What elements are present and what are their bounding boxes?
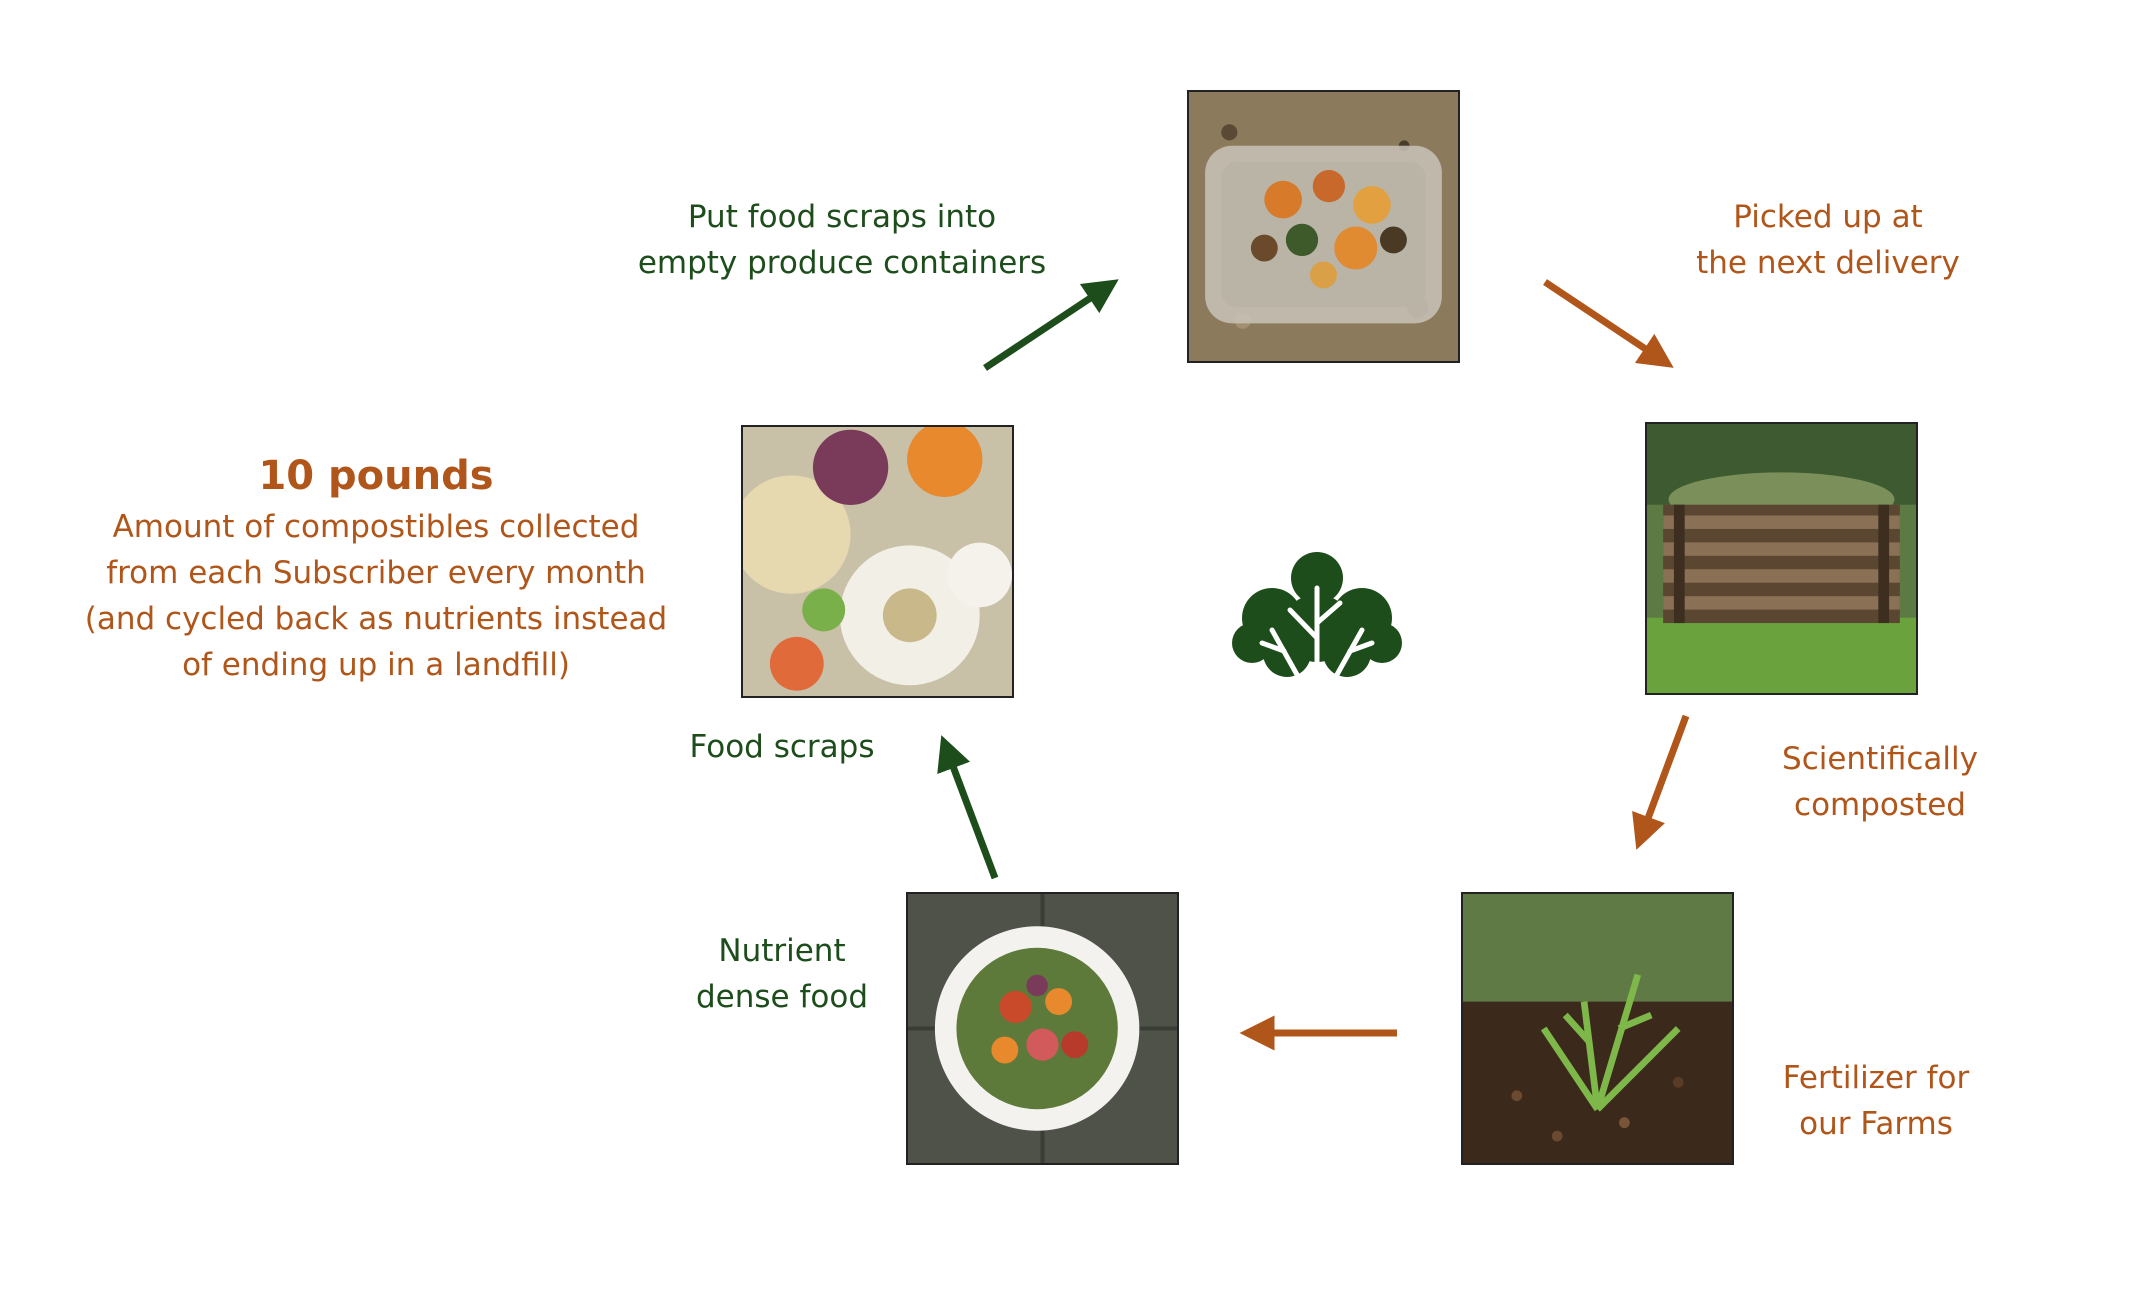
seedling-photo xyxy=(1461,892,1734,1165)
label-composted: Scientifically composted xyxy=(1782,741,1978,823)
label-containers: Put food scraps into empty produce conta… xyxy=(637,199,1047,281)
label-fertilizer: Fertilizer for our Farms xyxy=(1782,1060,1970,1142)
salad-bowl-photo xyxy=(906,892,1179,1165)
food-scraps-photo xyxy=(741,425,1014,698)
label-pickup: Picked up at the next delivery xyxy=(1696,199,1960,281)
lettuce-icon xyxy=(1232,552,1402,683)
stat-description-line: Amount of compostibles collected xyxy=(112,509,640,545)
stat-headline: 10 pounds xyxy=(258,453,494,499)
arrow-food-to-scraps xyxy=(937,735,999,880)
arrow-container-to-compost xyxy=(1543,279,1674,368)
compost-bin-photo xyxy=(1645,422,1918,695)
stat-block: 10 pounds Amount of compostibles collect… xyxy=(60,448,692,688)
arrow-compost-to-fertilizer xyxy=(1632,714,1690,850)
label-food-scraps: Food scraps xyxy=(689,729,875,765)
label-nutrient: Nutrient dense food xyxy=(696,933,868,1015)
stat-description-line: of ending up in a landfill) xyxy=(182,647,570,683)
stat-description-line: (and cycled back as nutrients instead xyxy=(84,601,668,637)
arrow-scraps-to-container xyxy=(983,279,1119,371)
food-scraps-container-photo xyxy=(1187,90,1460,363)
stat-description-line: from each Subscriber every month xyxy=(106,555,646,591)
